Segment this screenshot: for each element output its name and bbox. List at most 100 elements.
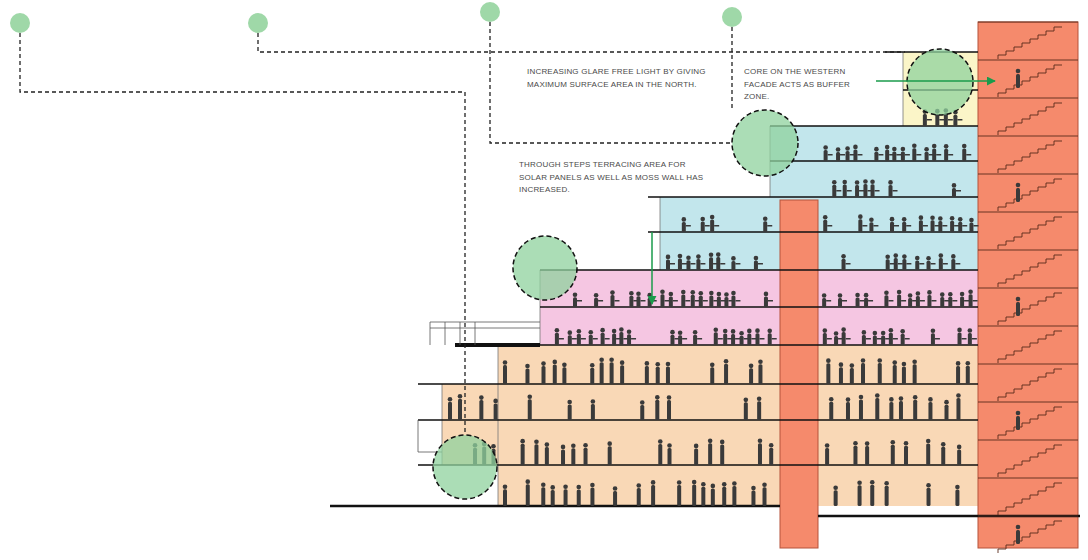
person-head (658, 439, 663, 444)
person-silhouette (953, 110, 962, 126)
person-head (767, 329, 772, 334)
person-head (950, 216, 955, 221)
person-silhouette (823, 215, 832, 232)
person-head (904, 441, 909, 446)
person-head (724, 292, 729, 297)
person-silhouette (890, 217, 899, 232)
person-head (448, 397, 453, 402)
person-body (660, 294, 664, 307)
person-head (902, 254, 907, 259)
person-head (731, 256, 736, 261)
desk (894, 225, 899, 227)
person-head (932, 144, 937, 149)
person-body (915, 261, 919, 270)
person-body (693, 335, 697, 345)
desk (973, 225, 978, 227)
person-silhouette (710, 363, 715, 384)
person-head (858, 214, 863, 219)
person-head (1016, 411, 1021, 416)
desk (718, 338, 723, 340)
person-body (889, 333, 893, 345)
desk (714, 225, 719, 227)
person-silhouette (829, 397, 834, 420)
person-body (731, 296, 735, 307)
person-silhouette (655, 362, 660, 384)
terrace-arrow (651, 232, 653, 304)
person-body (846, 151, 850, 161)
person-silhouette (682, 217, 691, 232)
person-body (881, 335, 885, 345)
person-body (968, 333, 972, 345)
person-body (591, 404, 595, 420)
desk (906, 263, 911, 265)
person-head (731, 329, 736, 334)
desk (966, 154, 971, 156)
person-silhouette (908, 293, 917, 307)
person-body (832, 185, 836, 197)
person-silhouette (763, 216, 772, 232)
person-body (1016, 302, 1020, 316)
person-silhouette (525, 479, 530, 506)
person-head (1016, 183, 1021, 188)
stair-flight (978, 98, 1078, 135)
person-head (458, 394, 463, 399)
person-body (853, 446, 857, 465)
person-body (899, 401, 903, 420)
desk (682, 338, 687, 340)
desk (931, 263, 936, 265)
person-silhouette (755, 328, 764, 345)
annotation-note: INCREASING GLARE FREE LIGHT BY GIVING MA… (527, 66, 727, 91)
person-body (955, 489, 959, 506)
person-head (600, 328, 605, 333)
person-body (656, 367, 660, 384)
person-head (541, 482, 546, 487)
person-body (927, 295, 931, 307)
person-silhouette (1016, 411, 1021, 430)
person-head (839, 362, 844, 367)
person-body (858, 485, 862, 506)
person-body (912, 148, 916, 161)
person-silhouette (739, 331, 748, 345)
person-silhouette (694, 444, 699, 465)
person-silhouette (751, 486, 756, 506)
person-head (890, 217, 895, 222)
person-silhouette (919, 215, 928, 232)
person-head (899, 396, 904, 401)
person-silhouette (902, 254, 911, 270)
desk (697, 338, 702, 340)
person-body (757, 401, 761, 420)
person-body (699, 296, 703, 307)
stair-flights (978, 22, 1078, 553)
person-body (577, 334, 581, 345)
person-silhouette (957, 445, 962, 465)
desk (614, 300, 619, 302)
callout-dot (10, 13, 30, 33)
person-silhouette (826, 358, 831, 384)
person-silhouette (716, 252, 725, 270)
person-body (885, 486, 889, 506)
person-body (669, 296, 673, 307)
person-body (740, 336, 744, 345)
person-body (655, 400, 659, 420)
person-silhouette (520, 439, 525, 465)
person-head (701, 482, 706, 487)
person-head (931, 329, 936, 334)
desk (826, 300, 831, 302)
person-head (889, 397, 894, 402)
person-body (629, 296, 633, 307)
person-silhouette (600, 328, 609, 345)
desk (868, 300, 873, 302)
desk (846, 338, 851, 340)
person-silhouette (731, 256, 740, 270)
person-silhouette (893, 253, 902, 270)
person-body (724, 364, 728, 384)
person-head (884, 290, 889, 295)
person-body (834, 336, 838, 345)
person-head (769, 443, 774, 448)
person-silhouette (607, 441, 612, 465)
person-head (594, 293, 599, 298)
lift-core (780, 200, 818, 548)
person-silhouette (555, 328, 564, 345)
facade-walls (442, 52, 903, 506)
